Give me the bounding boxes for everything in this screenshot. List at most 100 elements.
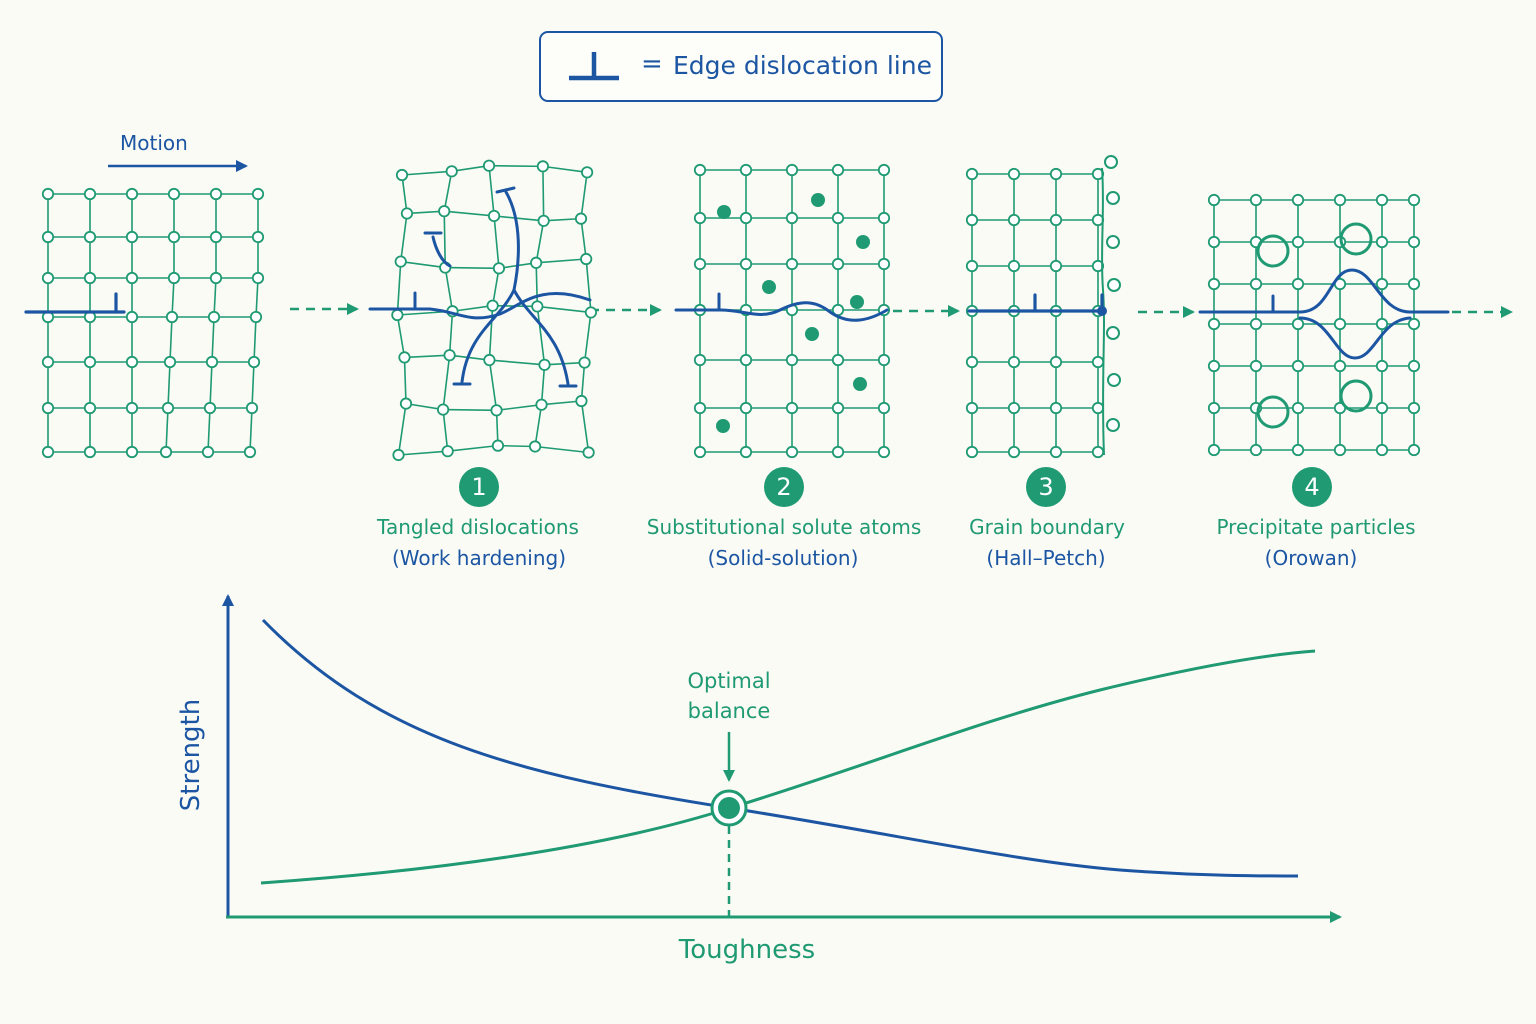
lattice-atom (531, 300, 544, 313)
lattice-atom (243, 445, 257, 459)
lattice-atom (1091, 445, 1105, 459)
lattice-atom (1333, 317, 1347, 331)
lattice-atom (398, 351, 411, 364)
lattice-atom (391, 308, 404, 322)
lattice-atom (877, 445, 891, 459)
lattice-atom (1207, 401, 1221, 415)
lattice-atom (965, 445, 979, 459)
lattice-atom (1291, 317, 1305, 331)
lattice-bond (585, 258, 592, 313)
lattice-atom (1291, 193, 1305, 207)
lattice-atom (491, 439, 505, 452)
lattice-atom (528, 440, 542, 453)
lattice-bond (396, 314, 406, 358)
lattice-bond (398, 450, 448, 456)
lattice-solute (693, 163, 891, 459)
lattice-bond (442, 409, 449, 452)
lattice-grain-boundary (965, 167, 1105, 459)
lattice-atom (83, 401, 97, 415)
lattice-atom (739, 163, 753, 177)
lattice-atom (1049, 167, 1063, 181)
lattice-atom (1249, 193, 1263, 207)
lattice-atom (1375, 277, 1389, 291)
lattice-atom (693, 257, 707, 271)
solute-atom (811, 193, 825, 207)
lattice-atom (1007, 355, 1021, 369)
lattice-bond (209, 361, 213, 409)
lattice-atom (831, 211, 845, 225)
lattice-atom (965, 355, 979, 369)
lattice-bond (169, 316, 173, 363)
edge-dislocation-symbol (569, 52, 619, 81)
lattice-atom (41, 445, 55, 459)
lattice-atom (167, 230, 181, 244)
lattice-atom (580, 252, 593, 266)
solute-atom (762, 280, 776, 294)
lattice-bond (165, 407, 169, 453)
mechanism-title-1: Tangled dislocations (377, 515, 579, 539)
lattice-atom (399, 397, 413, 410)
lattice-atom (1407, 193, 1421, 207)
lattice-atom (203, 401, 217, 415)
lattice-atom (125, 310, 139, 324)
lattice-bond (404, 354, 450, 359)
optimum-marker (718, 797, 740, 819)
mechanism-title-4: Precipitate particles (1216, 515, 1416, 539)
lattice-bond (488, 165, 495, 217)
lattice-atom (1333, 443, 1347, 457)
lattice-bond (540, 364, 546, 405)
lattice-atom (1249, 317, 1263, 331)
lattice-atom (578, 356, 591, 369)
lattice-atom (1207, 359, 1221, 373)
lattice-atom (1375, 193, 1389, 207)
lattice-bond (443, 171, 453, 212)
lattice-atom (1407, 317, 1421, 331)
lattice-atom (487, 209, 501, 223)
lattice-atom (1291, 235, 1305, 249)
lattice-bond (534, 404, 543, 447)
lattice-bond (207, 407, 211, 453)
lattice-atom (83, 355, 97, 369)
lattice-atom (1207, 277, 1221, 291)
lattice-atom (575, 394, 588, 408)
lattice-atom (1091, 259, 1105, 273)
lattice-atom (584, 306, 598, 319)
lattice-bond (167, 361, 171, 409)
lattice-atom (207, 310, 221, 324)
lattice-atom (739, 353, 753, 367)
solute-atoms (716, 193, 870, 433)
orowan-dislocation (1198, 268, 1450, 360)
lattice-atom (1207, 317, 1221, 331)
lattice-bond (255, 277, 259, 318)
lattice-atom (125, 355, 139, 369)
dislocation-panel-0 (24, 292, 126, 314)
lattice-atom (125, 187, 139, 201)
mechanism-title-2: Substitutional solute atoms (646, 515, 922, 539)
lattice-bond (488, 359, 498, 411)
lattice-bond (444, 267, 454, 312)
lattice-atom (877, 401, 891, 415)
lattice-atom (251, 271, 265, 285)
lattice-bond (251, 361, 255, 409)
lattice-atom (536, 160, 549, 173)
lattice-atom (41, 187, 55, 201)
lattice-bond (497, 444, 536, 448)
lattice-atom (693, 353, 707, 367)
lattice-atom (965, 401, 979, 415)
precipitate-particle (1256, 234, 1290, 268)
lattice-atom (41, 401, 55, 415)
lattice-atom (1249, 277, 1263, 291)
lattice-atom (785, 353, 799, 367)
lattice-atom (1407, 443, 1421, 457)
lattice-atom (1007, 445, 1021, 459)
lattice-bond (535, 220, 545, 263)
lattice-bond (405, 402, 444, 411)
lattice-atom (245, 401, 259, 415)
legend-equals: = (641, 49, 663, 79)
lattice-atom (83, 187, 97, 201)
lattice-bond (401, 174, 408, 214)
grain-boundary-atoms (1104, 155, 1121, 432)
solute-atom (850, 295, 864, 309)
lattice-atom (482, 159, 496, 172)
solute-atom (717, 205, 731, 219)
